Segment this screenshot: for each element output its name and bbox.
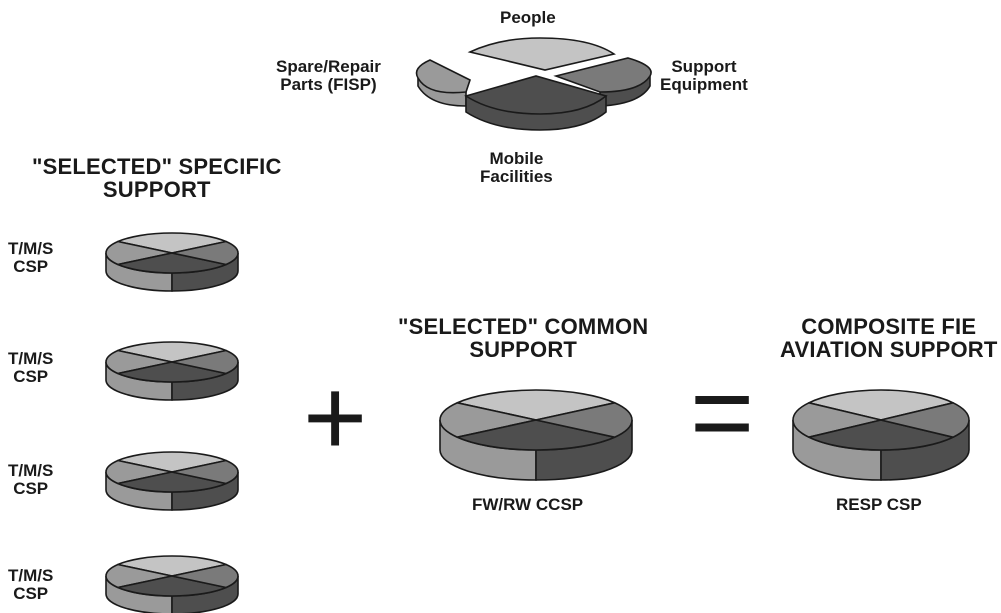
label-mobile-facilities: Mobile Facilities [480, 149, 553, 186]
tms-csp-pie-1 [105, 232, 239, 292]
composite-pie-wedge-top [808, 389, 954, 421]
tms-csp-pie-3-wedge-top [117, 451, 227, 473]
label-people: People [500, 8, 556, 27]
tms-csp-pie-2-wedge-top [117, 341, 227, 363]
tms-csp-pie-2 [105, 341, 239, 401]
tms-csp-pie-4-wedge-front [117, 575, 227, 597]
tms-csp-pie-2-wedge-left [105, 349, 173, 375]
composite-pie [792, 389, 970, 481]
exploded-front-top [464, 75, 608, 115]
tms-csp-pie-1-wedge-top [117, 232, 227, 254]
common-support-pie-wedge-top [456, 389, 616, 421]
plus-symbol: + [303, 356, 368, 479]
tms-csp-pie-4-wedge-left [105, 563, 173, 589]
tms-csp-pie-3 [105, 451, 239, 511]
exploded-right-top [553, 57, 652, 93]
label-support-equipment: Support Equipment [660, 57, 748, 94]
tms-csp-label-4: T/M/S CSP [8, 566, 54, 603]
tms-csp-pie-4 [105, 555, 239, 613]
exploded-left-top [415, 59, 471, 94]
equals-symbol: = [690, 351, 755, 474]
tms-csp-pie-1-wedge-right [171, 240, 239, 266]
common-support-caption: FW/RW CCSP [472, 495, 584, 514]
composite-title: COMPOSITE FIE AVIATION SUPPORT [780, 314, 998, 363]
label-spare-repair-parts: Spare/Repair Parts (FISP) [276, 57, 381, 94]
tms-csp-pie-3-wedge-right [171, 459, 239, 485]
common-support-pie [439, 389, 633, 481]
composite-pie-wedge-front [808, 419, 954, 451]
tms-csp-pie-4-wedge-top [117, 555, 227, 577]
common-support-pie-wedge-right [535, 401, 633, 439]
tms-csp-pie-1-wedge-left [105, 240, 173, 266]
tms-csp-pie-3-wedge-left [105, 459, 173, 485]
tms-csp-label-2: T/M/S CSP [8, 349, 54, 386]
tms-csp-pie-4-wedge-right [171, 563, 239, 589]
tms-csp-pie-1-wedge-front [117, 252, 227, 274]
exploded-pie [415, 37, 652, 131]
composite-pie-wedge-right [880, 401, 970, 439]
composite-pie-wedge-left [792, 401, 882, 439]
common-support-pie-wedge-front [456, 419, 616, 451]
tms-csp-label-1: T/M/S CSP [8, 239, 54, 276]
tms-csp-pie-2-wedge-right [171, 349, 239, 375]
common-support-title: "SELECTED" COMMON SUPPORT [398, 314, 649, 363]
common-support-pie-wedge-left [439, 401, 537, 439]
exploded-top [467, 37, 616, 71]
tms-csp-label-3: T/M/S CSP [8, 461, 54, 498]
tms-csp-pie-3-wedge-front [117, 471, 227, 493]
specific-support-title: "SELECTED" SPECIFIC SUPPORT [32, 154, 282, 203]
composite-caption: RESP CSP [836, 495, 922, 514]
tms-csp-pie-2-wedge-front [117, 361, 227, 383]
